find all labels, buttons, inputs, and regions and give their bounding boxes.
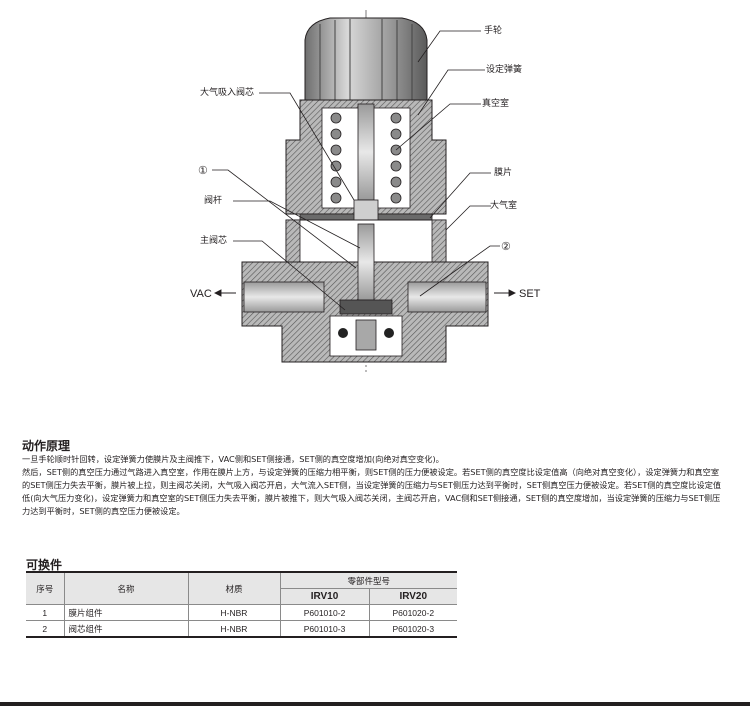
header-name: 名称	[63, 571, 189, 605]
valve-cross-section-diagram: 手轮 设定弹簧 真空室 大气吸入阀芯 膜片 大气室 阀杆 主阀芯 ① ② VAC…	[190, 10, 541, 372]
label-stem: 阀杆	[204, 194, 222, 206]
principle-paragraph: 然后，SET侧的真空压力通过气路进入真空室，作用在膜片上方，与设定弹簧的压缩力相…	[22, 467, 722, 516]
cell-no: 2	[26, 620, 65, 638]
setting-spring-part	[330, 112, 402, 204]
table-row: 1 膜片组件 H-NBR P601010-2 P601020-2	[26, 604, 458, 621]
parts-heading: 可换件	[26, 558, 63, 572]
cell-no: 1	[26, 604, 65, 621]
cell-irv10: P601010-2	[279, 604, 370, 621]
table-row: 2 阀芯组件 H-NBR P601010-3 P601020-3	[26, 620, 458, 638]
label-main-valve: 主阀芯	[200, 234, 227, 246]
marker-1: ①	[198, 165, 208, 177]
header-no: 序号	[26, 571, 65, 605]
cell-name: 膜片组件	[63, 604, 189, 621]
header-irv10: IRV10	[280, 588, 370, 605]
label-atmosphere-chamber: 大气室	[490, 199, 517, 211]
cell-name: 阀芯组件	[63, 620, 189, 638]
cell-material: H-NBR	[187, 604, 281, 621]
label-vacuum-chamber: 真空室	[482, 97, 509, 109]
principle-text: 一旦手轮顺时针回转，设定弹簧力使膜片及主阀推下，VAC侧和SET侧接通，SET侧…	[22, 453, 722, 518]
label-atmosphere-valve: 大气吸入阀芯	[200, 86, 254, 98]
replacement-parts-table: 序号 名称 材质 零部件型号 IRV10 IRV20 1 膜片组件 H-NBR …	[26, 571, 458, 638]
cell-irv20: P601020-2	[368, 604, 458, 621]
cell-irv10: P601010-3	[279, 620, 370, 638]
port-vac-label: VAC	[190, 288, 212, 300]
label-handwheel: 手轮	[484, 24, 502, 36]
principle-heading: 动作原理	[22, 439, 71, 453]
handwheel-part	[304, 17, 428, 101]
header-material: 材质	[187, 571, 281, 605]
bottom-rule	[0, 702, 750, 706]
label-setting-spring: 设定弹簧	[486, 63, 522, 75]
port-set-label: SET	[519, 288, 541, 300]
cell-material: H-NBR	[187, 620, 281, 638]
label-diaphragm: 膜片	[494, 166, 512, 178]
header-part-number: 零部件型号	[279, 571, 458, 589]
marker-2: ②	[501, 241, 511, 253]
cell-irv20: P601020-3	[368, 620, 458, 638]
principle-paragraph: 一旦手轮顺时针回转，设定弹簧力使膜片及主阀推下，VAC侧和SET侧接通，SET侧…	[22, 454, 444, 464]
header-irv20: IRV20	[368, 588, 458, 605]
